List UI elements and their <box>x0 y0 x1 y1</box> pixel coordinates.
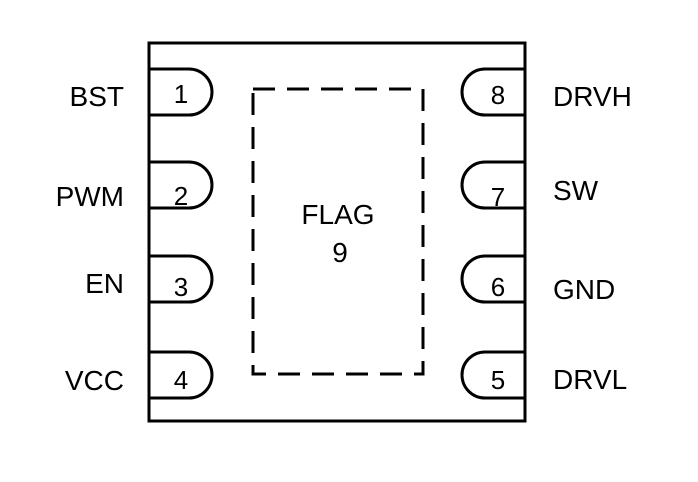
pin-3: 3 EN <box>85 254 214 304</box>
pin-1-number: 1 <box>174 79 188 109</box>
pin-3-number: 3 <box>174 272 188 302</box>
package-body <box>147 41 527 423</box>
pin-7-pad <box>460 160 525 210</box>
pin-2-number: 2 <box>174 181 188 211</box>
pin-1-label: BST <box>70 81 124 112</box>
pin-7-number: 7 <box>491 182 505 212</box>
pin-1: 1 BST <box>70 67 214 117</box>
pin-4-label: VCC <box>65 365 124 396</box>
flag-label: FLAG <box>301 199 374 230</box>
flag-number: 9 <box>332 237 348 268</box>
pin-2-label: PWM <box>56 181 124 212</box>
pin-5: 5 DRVL <box>460 350 627 400</box>
pin-5-number: 5 <box>491 365 505 395</box>
pin-4-number: 4 <box>174 365 188 395</box>
pin-7-label: SW <box>553 175 599 206</box>
pin-6-pad <box>460 254 525 304</box>
pin-5-pad <box>460 350 525 400</box>
pin-2: 2 PWM <box>56 160 214 212</box>
pin-4-pad <box>149 350 214 400</box>
pin-6-number: 6 <box>491 272 505 302</box>
pin-8-number: 8 <box>491 80 505 110</box>
pin-6: 6 GND <box>460 254 615 305</box>
pin-1-pad <box>149 67 214 117</box>
pin-4: 4 VCC <box>65 350 214 400</box>
pin-8-label: DRVH <box>553 81 632 112</box>
pin-3-pad <box>149 254 214 304</box>
pin-3-label: EN <box>85 268 124 299</box>
pin-7: 7 SW <box>460 160 599 212</box>
pin-2-pad <box>149 160 214 210</box>
pin-8-pad <box>460 67 525 117</box>
pin-8: 8 DRVH <box>460 67 632 117</box>
pin-5-label: DRVL <box>553 364 627 395</box>
pin-6-label: GND <box>553 274 615 305</box>
flag-pad <box>251 87 425 376</box>
